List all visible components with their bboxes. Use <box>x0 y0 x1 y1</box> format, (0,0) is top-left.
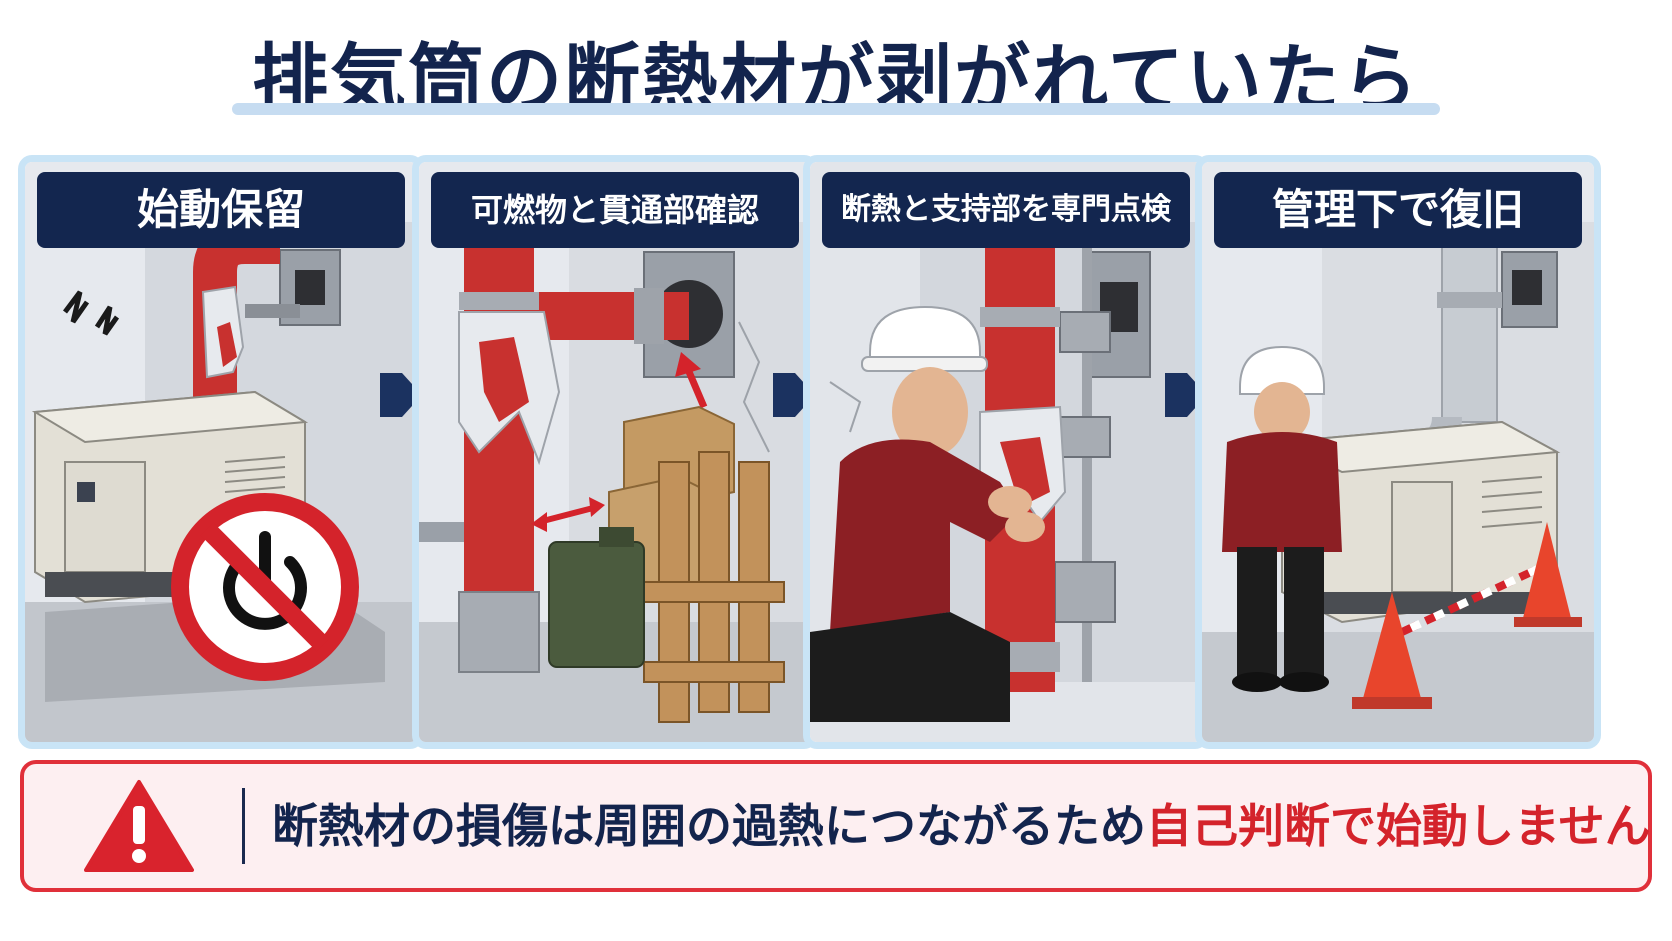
panel-label-managed-recovery: 管理下で復旧 <box>1214 172 1582 248</box>
panel-label-check-combustibles: 可燃物と貫通部確認 <box>431 172 799 248</box>
warning-icon <box>84 780 194 872</box>
next-step-arrow-icon <box>380 373 422 417</box>
managed-recovery-illustration <box>1202 162 1594 742</box>
combustibles-penetration-illustration <box>419 162 811 742</box>
expert-inspection-illustration <box>810 162 1202 742</box>
warning-text-normal: 断熱材の損傷は周囲の過熱につながるため <box>272 799 1146 853</box>
generator-hold-illustration <box>25 162 417 742</box>
panel-label-expert-inspection: 断熱と支持部を専門点検 <box>822 172 1190 248</box>
warning-divider <box>242 788 245 864</box>
panel-label-start-hold: 始動保留 <box>37 172 405 248</box>
panel-managed-recovery: 管理下で復旧 <box>1195 155 1601 749</box>
warning-banner: 断熱材の損傷は周囲の過熱につながるため自己判断で始動しません <box>20 760 1652 892</box>
panel-check-combustibles: 可燃物と貫通部確認 <box>412 155 818 749</box>
panel-start-hold: 始動保留 <box>18 155 424 749</box>
warning-message: 断熱材の損傷は周囲の過熱につながるため自己判断で始動しません <box>272 764 1651 888</box>
panel-expert-inspection: 断熱と支持部を専門点検 <box>803 155 1209 749</box>
title-underline <box>232 103 1440 115</box>
warning-text-emphasis: 自己判断で始動しません <box>1146 799 1651 853</box>
